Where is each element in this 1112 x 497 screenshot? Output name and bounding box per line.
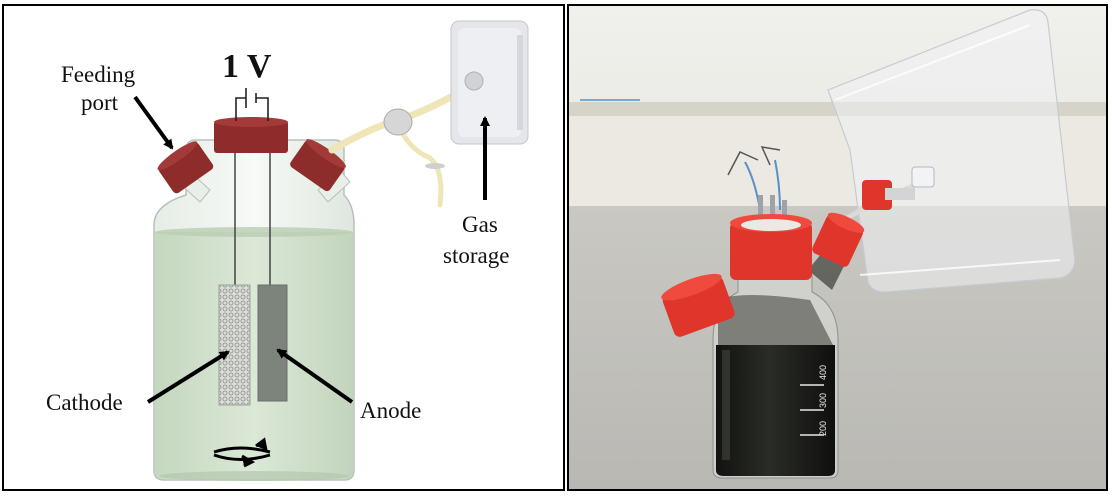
schematic-top-cap xyxy=(214,117,288,153)
bottle-marking-400: 400 xyxy=(818,365,828,380)
gas-storage-label-line2: storage xyxy=(443,243,510,268)
bottle-scale-markings: 400 300 200 xyxy=(800,365,828,436)
stir-arrows-icon xyxy=(213,437,271,468)
gas-valve xyxy=(383,108,413,136)
photo-bottle xyxy=(712,274,839,479)
photo-panel: 400 300 200 xyxy=(567,4,1108,491)
schematic-gas-cap xyxy=(290,139,346,192)
voltage-source-symbol xyxy=(235,88,269,121)
photo-gas-bag xyxy=(827,9,1076,293)
schematic-feeding-cap xyxy=(157,141,214,194)
cathode-arrow xyxy=(146,350,230,404)
anode-arrow xyxy=(276,348,354,404)
photo-valve xyxy=(862,180,892,210)
gas-storage-label-line1: Gas xyxy=(462,212,498,237)
cathode-label: Cathode xyxy=(46,390,123,415)
photo-feeding-cap xyxy=(661,273,735,337)
anode-label: Anode xyxy=(360,398,422,423)
voltage-label: 1 V xyxy=(222,48,272,85)
schematic-panel xyxy=(2,4,565,491)
anode-electrode xyxy=(257,284,288,402)
feeding-port-arrow xyxy=(133,95,174,150)
gas-storage-bag xyxy=(450,20,529,145)
photo-side-cap xyxy=(812,212,865,267)
schematic-bottle xyxy=(153,139,355,481)
photo-top-cap xyxy=(730,214,812,280)
feeding-port-label-line2: port xyxy=(81,90,119,115)
photo-liquid xyxy=(716,345,835,476)
cathode-electrode xyxy=(218,284,251,406)
bottle-marking-300: 300 xyxy=(818,393,828,408)
schematic-liquid xyxy=(155,232,353,479)
bottle-marking-200: 200 xyxy=(818,421,828,436)
feeding-port-label-line1: Feeding xyxy=(61,62,136,87)
